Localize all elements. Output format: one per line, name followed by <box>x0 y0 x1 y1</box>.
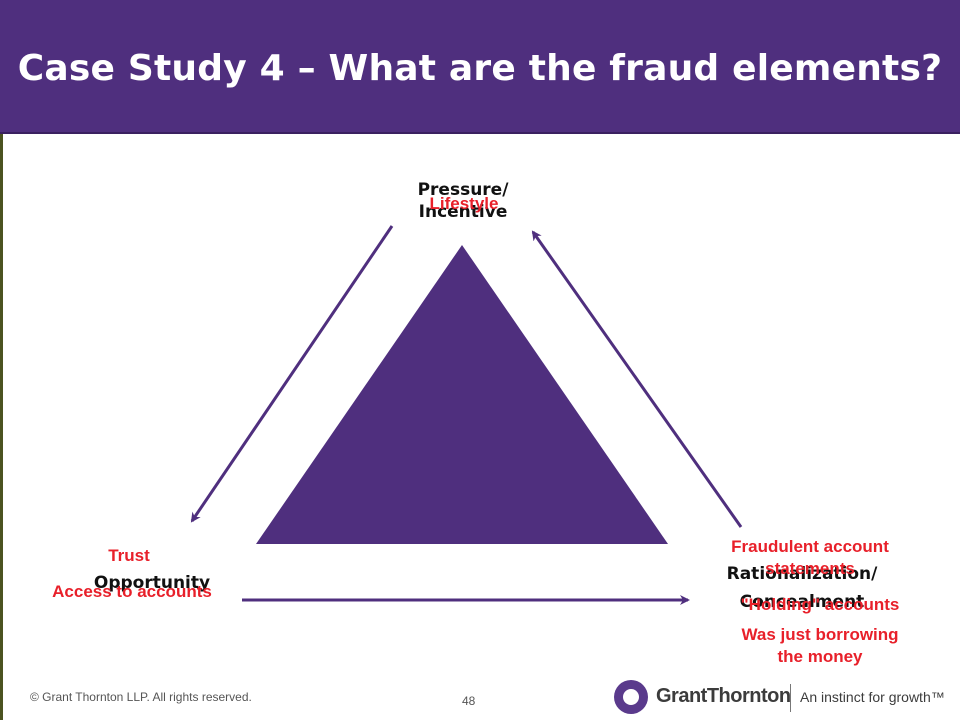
logo-tagline: An instinct for growth™ <box>800 689 945 705</box>
annotation-borrowing-line1: Was just borrowing <box>741 625 899 644</box>
annotation-holding-accounts: "Holding" accounts <box>740 595 900 614</box>
slide-title: Case Study 4 – What are the fraud elemen… <box>17 48 943 89</box>
title-bar: Case Study 4 – What are the fraud elemen… <box>0 0 960 134</box>
node-pressure-line1: Pressure/ <box>417 180 509 200</box>
annotation-fraudulent-statements-text: Fraudulent account statements <box>731 537 889 578</box>
annotation-borrowing-line2: the money <box>777 647 863 666</box>
node-pressure-incentive: Pressure/ Incentive <box>380 179 546 223</box>
logo-separator <box>790 684 791 712</box>
annotation-access-to-accounts: Access to accounts <box>52 582 212 601</box>
footer-copyright: © Grant Thornton LLP. All rights reserve… <box>30 690 252 704</box>
logo-mark-icon <box>614 680 648 714</box>
node-rationalization-line1: Rationalization/ <box>726 564 878 584</box>
node-rationalization-line2: Concealment <box>739 592 865 612</box>
annotation-trust: Trust <box>108 546 150 565</box>
arrow-top-to-left <box>190 225 394 523</box>
logo-name: GrantThornton <box>656 685 791 707</box>
grant-thornton-logo: GrantThornton An instinct for growth™ <box>614 680 945 716</box>
node-rationalization-concealment: Rationalization/ Concealment <box>706 563 898 613</box>
annotation-lifestyle: Lifestyle <box>429 194 499 213</box>
arrow-right-to-top <box>531 230 743 528</box>
page-number: 48 <box>462 694 476 708</box>
fraud-triangle <box>256 245 668 544</box>
left-border-line <box>0 134 3 720</box>
node-opportunity: Opportunity <box>93 573 211 593</box>
node-pressure-line2: Incentive <box>418 202 508 222</box>
annotation-fraudulent-statements: Fraudulent account statements <box>690 536 930 580</box>
